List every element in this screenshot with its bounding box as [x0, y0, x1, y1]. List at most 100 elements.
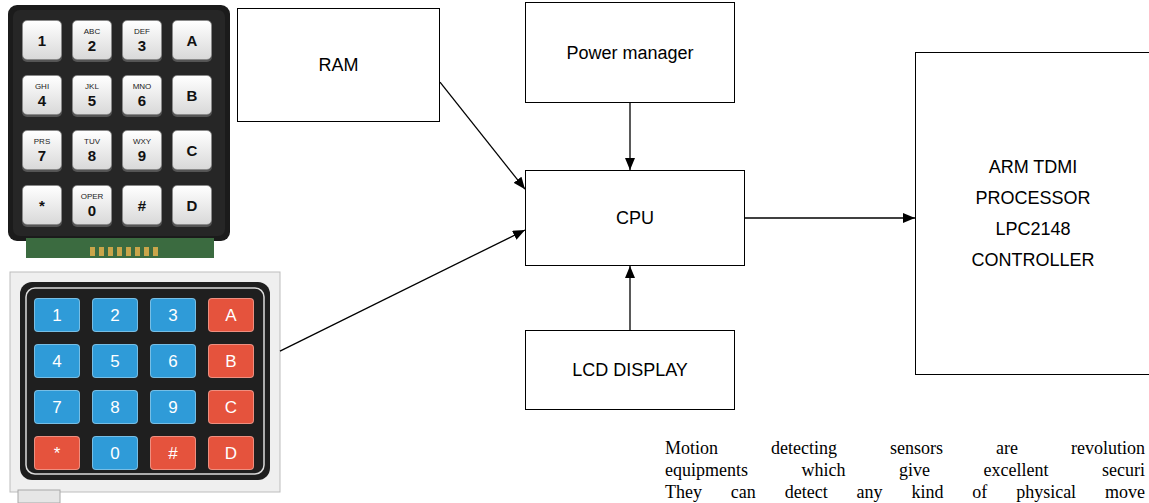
- key-cap: 1: [34, 298, 80, 332]
- key-cap: WXY 9: [122, 130, 162, 170]
- key-cap: PRS 7: [22, 130, 62, 170]
- key-label: *: [39, 198, 45, 213]
- key-cap: DEF 3: [122, 20, 162, 60]
- arrow-connector: [629, 266, 630, 330]
- key-cap: TUV 8: [72, 130, 112, 170]
- paragraph-line: equipments which give excellent securi: [665, 459, 1145, 481]
- key-letters: WXY: [133, 138, 151, 146]
- display-box: LCD DISPLAY: [525, 330, 735, 410]
- key-cap: C: [172, 130, 212, 170]
- key-label: 3: [138, 38, 146, 53]
- box-label: LCD DISPLAY: [572, 359, 688, 381]
- box-label: CPU: [616, 207, 654, 229]
- key-cap: 8: [92, 390, 138, 424]
- key-label: 5: [110, 353, 119, 370]
- key-label: A: [187, 33, 198, 48]
- key-cap: 2: [92, 298, 138, 332]
- keypad-face: [13, 10, 225, 236]
- key-cap: #: [122, 185, 162, 225]
- box-label: RAM: [319, 54, 359, 76]
- key-label: 4: [38, 93, 46, 108]
- key-cap: 4: [34, 344, 80, 378]
- key-label: D: [187, 198, 198, 213]
- key-cap: 1: [22, 20, 62, 60]
- key-label: B: [187, 88, 198, 103]
- key-cap: 5: [92, 344, 138, 378]
- key-letters: TUV: [84, 138, 100, 146]
- key-cap: OPER 0: [72, 185, 112, 225]
- key-cap: 3: [150, 298, 196, 332]
- box-label: Power manager: [566, 42, 693, 64]
- key-label: 3: [168, 307, 177, 324]
- key-label: 0: [88, 203, 96, 218]
- key-label: 4: [52, 353, 61, 370]
- key-cap: D: [172, 185, 212, 225]
- key-letters: OPER: [81, 193, 104, 201]
- membrane-face: [20, 282, 270, 480]
- membrane-keypad: 1 2 3 A 4 5 6 B 7 8 9 C * 0 # D: [10, 272, 280, 492]
- power-box: Power manager: [525, 2, 735, 103]
- key-label: 8: [88, 148, 96, 163]
- key-label: D: [225, 445, 237, 462]
- keypad-photo-top: [8, 5, 230, 258]
- membrane-inner-line: [26, 288, 264, 474]
- key-cap: A: [208, 298, 254, 332]
- key-cap: ABC 2: [72, 20, 112, 60]
- membrane-frame: [10, 272, 280, 492]
- key-cap: B: [208, 344, 254, 378]
- key-label: *: [54, 445, 61, 462]
- connectors: [280, 82, 915, 351]
- key-cap: A: [172, 20, 212, 60]
- key-cap: 6: [150, 344, 196, 378]
- key-label: 1: [38, 33, 46, 48]
- key-cap: *: [22, 185, 62, 225]
- key-label: C: [187, 143, 198, 158]
- key-label: #: [138, 198, 146, 213]
- key-cap: #: [150, 436, 196, 470]
- connector-pins: [90, 247, 158, 256]
- key-label: #: [168, 445, 177, 462]
- memory-box: RAM: [237, 8, 440, 122]
- key-cap: MNO 6: [122, 75, 162, 115]
- key-cap: JKL5: [72, 75, 112, 115]
- key-cap: B: [172, 75, 212, 115]
- arrow-connector: [629, 103, 630, 170]
- key-cap: 9: [150, 390, 196, 424]
- box-label: ARM TDMI PROCESSOR LPC2148 CONTROLLER: [968, 152, 1098, 276]
- key-label: 9: [168, 399, 177, 416]
- key-label: 1: [52, 307, 61, 324]
- key-letters: MNO: [133, 83, 152, 91]
- key-label: 8: [110, 399, 119, 416]
- pcb-strip: [26, 238, 214, 258]
- key-cap: 7: [34, 390, 80, 424]
- key-label: 6: [138, 93, 146, 108]
- ribbon-cable: [18, 490, 60, 503]
- key-label: 7: [38, 148, 46, 163]
- paragraph-line: They can detect any kind of physical mov…: [665, 481, 1145, 503]
- key-letters: PRS: [34, 138, 50, 146]
- key-label: 0: [110, 445, 119, 462]
- keypad-photo: 1 ABC 2 DEF 3 A GHI 4 JKL5 MNO 6 B PRS 7 TUV 8 WXY 9 C * OPE…: [8, 5, 230, 241]
- controller-box: ARM TDMI PROCESSOR LPC2148 CONTROLLER: [915, 52, 1149, 375]
- cpu-box: CPU: [525, 170, 745, 266]
- key-letters: DEF: [134, 28, 150, 36]
- key-cap: D: [208, 436, 254, 470]
- key-letters: ABC: [84, 28, 100, 36]
- keypad-photo-bottom: [10, 272, 280, 503]
- key-label: 9: [138, 148, 146, 163]
- key-label: A: [225, 307, 236, 324]
- key-label: B: [225, 353, 236, 370]
- key-label: 7: [52, 399, 61, 416]
- key-cap: C: [208, 390, 254, 424]
- key-label: 2: [110, 307, 119, 324]
- key-letters: GHI: [35, 83, 49, 91]
- key-label: C: [225, 399, 237, 416]
- key-cap: *: [34, 436, 80, 470]
- key-label: 2: [88, 38, 96, 53]
- key-cap: GHI 4: [22, 75, 62, 115]
- key-cap: 0: [92, 436, 138, 470]
- arrow-connector: [440, 82, 525, 189]
- paragraph-line: Motion detecting sensors are revolution: [665, 437, 1145, 459]
